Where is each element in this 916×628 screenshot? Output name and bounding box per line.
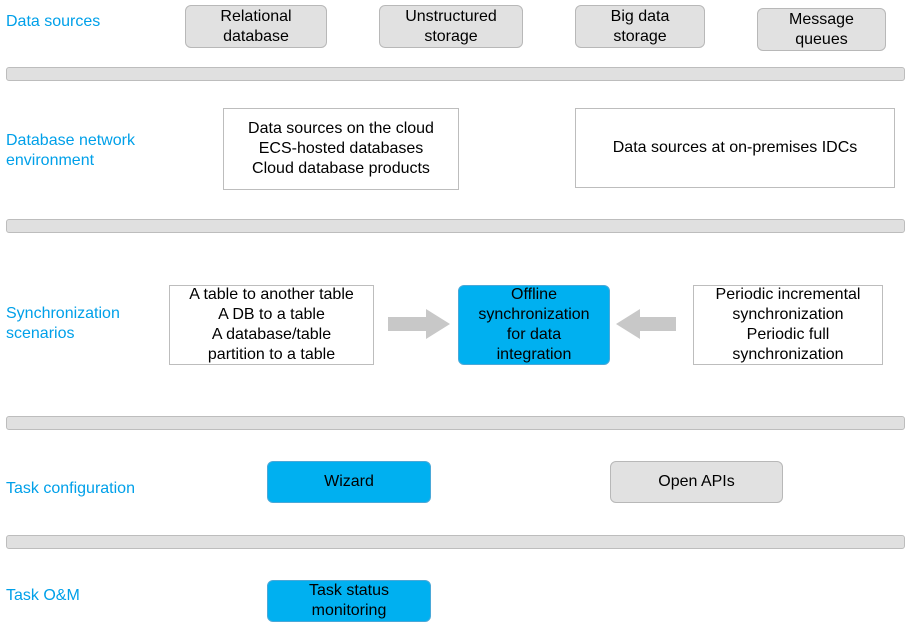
separator-3 xyxy=(6,416,905,430)
task-om-label: Task O&M xyxy=(6,587,80,604)
separator-1 xyxy=(6,67,905,81)
network-environment-label: Database network environment xyxy=(6,132,135,169)
separator-4 xyxy=(6,535,905,549)
task-configuration-label: Task configuration xyxy=(6,480,135,497)
big-data-storage-box: Big data storage xyxy=(575,5,705,48)
open-apis-button[interactable]: Open APIs xyxy=(610,461,783,503)
relational-database-box: Relational database xyxy=(185,5,327,48)
wizard-button[interactable]: Wizard xyxy=(267,461,431,503)
message-queues-box: Message queues xyxy=(757,8,886,51)
table-scenarios-box: A table to another table A DB to a table… xyxy=(169,285,374,365)
left-arrow-icon xyxy=(616,309,676,339)
task-status-monitoring-button[interactable]: Task status monitoring xyxy=(267,580,431,622)
sync-scenarios-label: Synchronization scenarios xyxy=(6,305,120,342)
offline-sync-box: Offline synchronization for data integra… xyxy=(458,285,610,365)
cloud-data-sources-box: Data sources on the cloud ECS-hosted dat… xyxy=(223,108,459,190)
data-sources-label: Data sources xyxy=(6,13,101,30)
unstructured-storage-box: Unstructured storage xyxy=(379,5,523,48)
periodic-sync-box: Periodic incremental synchronization Per… xyxy=(693,285,883,365)
idc-data-sources-box: Data sources at on-premises IDCs xyxy=(575,108,895,188)
right-arrow-icon xyxy=(388,309,450,339)
separator-2 xyxy=(6,219,905,233)
